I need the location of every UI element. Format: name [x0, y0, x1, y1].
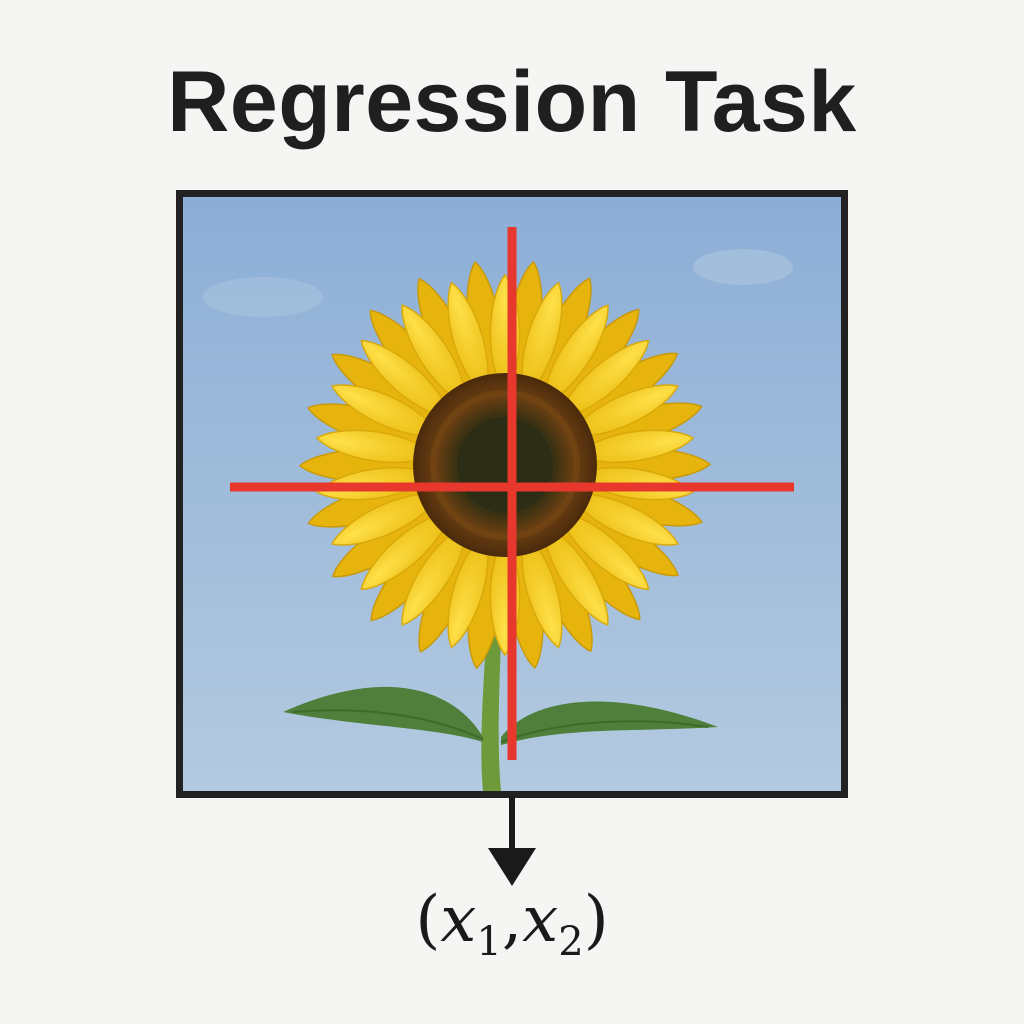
leaf-left [283, 686, 483, 742]
cloud [693, 249, 793, 285]
petal [360, 339, 454, 421]
petal [401, 522, 468, 626]
petal [542, 304, 609, 408]
leaf-right-vein [500, 720, 709, 743]
petal [360, 509, 454, 591]
petals-back [298, 260, 712, 670]
petal [567, 492, 679, 546]
petal [331, 492, 443, 546]
sunflower-photo [176, 190, 848, 798]
petal [521, 281, 563, 400]
petal [447, 281, 489, 400]
petal [556, 339, 650, 421]
petal [315, 429, 438, 463]
subscript-1: 1 [476, 919, 502, 965]
close-paren: ) [583, 883, 609, 957]
petal [331, 384, 443, 438]
var-x2: x [522, 883, 559, 957]
page-title: Regression Task [167, 54, 857, 150]
stem [481, 637, 501, 791]
sunflower-illustration [183, 197, 841, 791]
petal [556, 509, 650, 591]
petal [542, 522, 609, 626]
petal [572, 429, 695, 463]
petal [401, 304, 468, 408]
subscript-2: 2 [558, 919, 584, 965]
petal [447, 530, 489, 649]
leaf-left-vein [292, 709, 484, 740]
var-x1: x [440, 883, 477, 957]
comma: , [501, 883, 523, 957]
leaf-right [501, 701, 718, 745]
petals-front [315, 273, 695, 657]
petal [521, 530, 563, 649]
open-paren: ( [415, 883, 441, 957]
petal [567, 384, 679, 438]
cloud [203, 277, 323, 317]
flower-disk-center [457, 417, 553, 513]
output-coordinates: (x1,x2) [312, 880, 712, 982]
flower-disk-ring [430, 390, 580, 540]
